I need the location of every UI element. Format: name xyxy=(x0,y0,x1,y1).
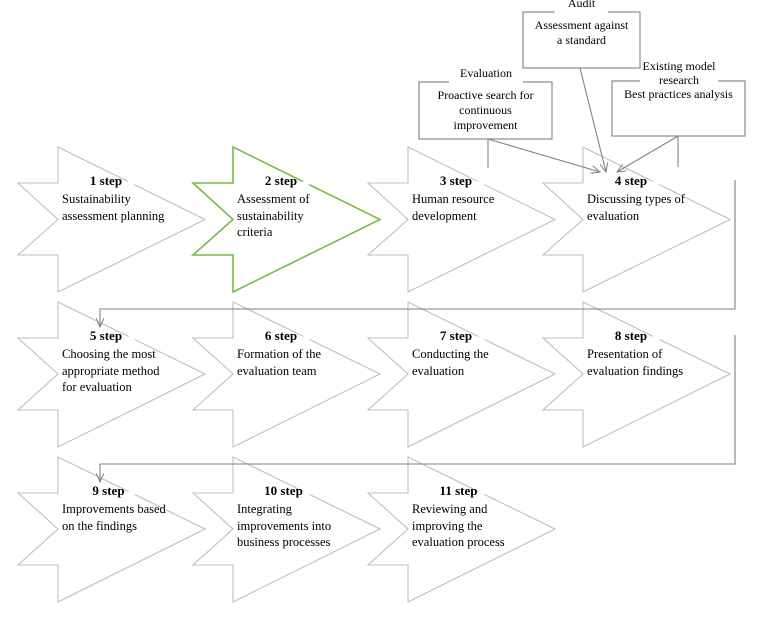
connector-row2-to-row3 xyxy=(100,335,736,482)
step-body-3: Human resource development xyxy=(412,191,544,224)
arrow-evaluation-diagonal-to-step4 xyxy=(487,138,600,172)
step-label-6: 6 step xyxy=(264,328,298,343)
callout-arrows xyxy=(487,67,679,172)
step-body-9-line-1: Improvements based xyxy=(62,502,166,516)
step-label-11: 11 step xyxy=(439,483,478,498)
step-label-8: 8 step xyxy=(614,328,648,343)
step-body-10: Integrating improvements into business p… xyxy=(237,501,377,551)
chevron-step-3[interactable] xyxy=(366,146,557,293)
step-body-1: Sustainability assessment planning xyxy=(62,191,190,224)
step-label-1: 1 step xyxy=(89,173,123,188)
step-body-7: Conducting the evaluation xyxy=(412,346,544,379)
step-body-8-line-2: evaluation findings xyxy=(587,363,684,378)
step-body-2-line-1: Assessment of xyxy=(237,192,310,206)
step-body-3-line-1: Human resource xyxy=(412,192,495,206)
step-label-7: 7 step xyxy=(439,328,473,343)
step-body-11-line-3: evaluation process xyxy=(412,535,505,549)
step-body-7-line-1: Conducting the xyxy=(412,347,489,361)
step-body-10-line-2: improvements into xyxy=(237,518,332,533)
callout-title-existing-model-line-2: research xyxy=(659,73,699,87)
step-body-4: Discussing types of evaluation xyxy=(587,191,727,224)
box-title-gaps xyxy=(449,10,718,84)
callout-body-evaluation-line-2: continuous xyxy=(459,103,512,117)
callout-body-evaluation: Proactive search for continuous improvem… xyxy=(421,88,550,133)
arrow-audit-to-step4 xyxy=(579,67,606,172)
callout-body-evaluation-line-3: improvement xyxy=(453,118,518,132)
step-body-10-line-1: Integrating xyxy=(237,502,292,516)
row-2-chevrons xyxy=(16,301,732,448)
chevron-step-2[interactable] xyxy=(190,145,382,294)
step-body-2: Assessment of sustainability criteria xyxy=(237,191,365,241)
step-body-9-line-2: on the findings xyxy=(62,518,137,533)
chevron-step-10[interactable] xyxy=(191,456,382,603)
callout-title-existing-model: Existing model research xyxy=(634,59,724,87)
chevron-step-9[interactable] xyxy=(16,456,207,603)
step-body-9: Improvements based on the findings xyxy=(62,501,202,534)
callout-body-existing-model-line-1: Best practices analysis xyxy=(624,87,733,101)
row-wrap-connectors xyxy=(100,180,736,482)
step-body-3-line-2: development xyxy=(412,208,477,223)
callout-body-evaluation-line-1: Proactive search for xyxy=(437,88,534,102)
step-body-6-line-2: evaluation team xyxy=(237,363,317,378)
step-body-1-line-1: Sustainability xyxy=(62,192,131,206)
step-body-5: Choosing the most appropriate method for… xyxy=(62,346,194,396)
step-label-10: 10 step xyxy=(264,483,303,498)
step-body-2-line-3: criteria xyxy=(237,225,273,239)
row-1-chevrons xyxy=(16,145,732,294)
chevron-step-6[interactable] xyxy=(191,301,382,448)
step-body-8: Presentation of evaluation findings xyxy=(587,346,729,379)
chevron-step-7[interactable] xyxy=(366,301,557,448)
step-body-11-line-1: Reviewing and xyxy=(412,502,488,516)
callout-title-evaluation: Evaluation xyxy=(460,66,512,80)
step-body-5-line-1: Choosing the most xyxy=(62,347,156,361)
callout-body-existing-model: Best practices analysis xyxy=(614,87,743,102)
step-label-9: 9 step xyxy=(92,483,125,498)
connector-row1-to-row2 xyxy=(100,180,736,327)
chevron-step-1[interactable] xyxy=(16,146,207,293)
step-label-3: 3 step xyxy=(439,173,473,188)
chevron-step-5[interactable] xyxy=(16,301,207,448)
chevron-step-4[interactable] xyxy=(541,146,732,293)
step-label-5: 5 step xyxy=(89,328,123,343)
callout-title-existing-model-line-1: Existing model xyxy=(642,59,716,73)
callout-body-audit-line-1: Assessment against xyxy=(534,18,629,32)
callout-body-audit: Assessment against a standard xyxy=(525,18,638,48)
row-3-chevrons xyxy=(16,456,557,603)
chevron-step-8[interactable] xyxy=(541,301,732,448)
step-body-1-line-2: assessment planning xyxy=(62,208,165,223)
step-body-8-line-1: Presentation of xyxy=(587,347,663,361)
step-label-2: 2 step xyxy=(264,173,298,188)
step-label-4: 4 step xyxy=(614,173,648,188)
step-body-11-line-2: improving the xyxy=(412,518,483,533)
chevron-step-11[interactable] xyxy=(366,456,557,603)
step-body-10-line-3: business processes xyxy=(237,535,331,549)
step-body-5-line-2: appropriate method xyxy=(62,363,160,378)
step-body-2-line-2: sustainability xyxy=(237,208,304,223)
callout-body-audit-line-2: a standard xyxy=(557,33,606,47)
step-body-4-line-2: evaluation xyxy=(587,208,640,223)
arrow-existing-model-diagonal-to-step4 xyxy=(617,135,679,172)
step-body-11: Reviewing and improving the evaluation p… xyxy=(412,501,552,551)
step-body-6: Formation of the evaluation team xyxy=(237,346,369,379)
step-body-7-line-2: evaluation xyxy=(412,363,465,378)
step-body-4-line-1: Discussing types of xyxy=(587,192,685,206)
callout-title-audit: Audit xyxy=(567,0,596,10)
step-body-6-line-1: Formation of the xyxy=(237,347,322,361)
step-body-5-line-3: for evaluation xyxy=(62,380,132,394)
